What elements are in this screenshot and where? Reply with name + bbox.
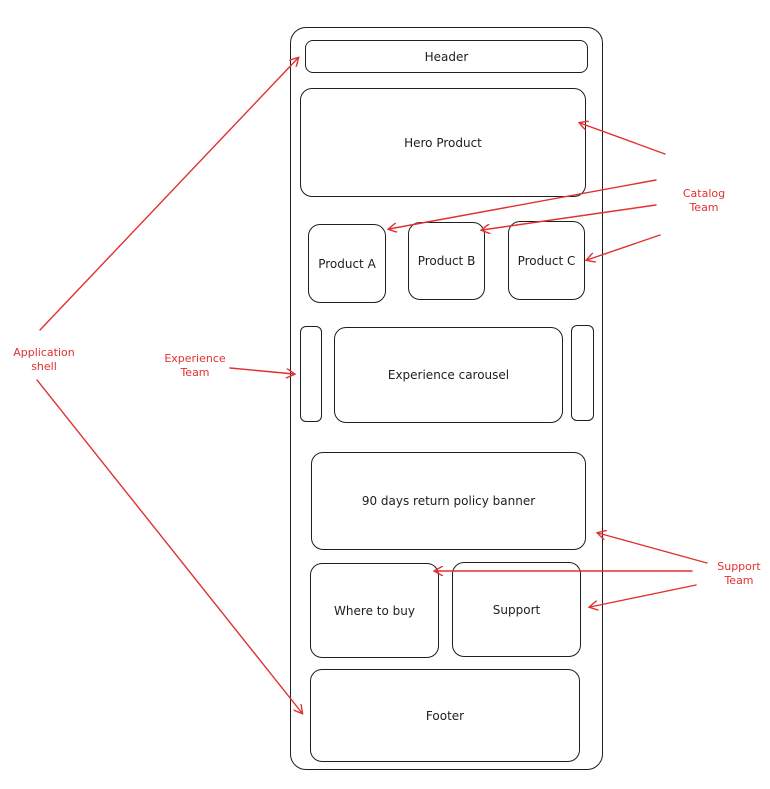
arrow-experience-to-carousel xyxy=(229,367,294,374)
experience-team-line-1: Experience xyxy=(164,352,226,365)
product-b-label: Product B xyxy=(417,254,476,268)
experience-carousel-label: Experience carousel xyxy=(387,368,510,382)
application-shell-annotation: Application shell xyxy=(4,346,84,374)
experience-team-line-2: Team xyxy=(180,366,210,379)
product-b-box: Product B xyxy=(408,222,485,300)
support-team-annotation: Support Team xyxy=(699,560,770,588)
footer-box: Footer xyxy=(310,669,580,762)
arrow-catalog-to-product-a xyxy=(389,179,657,229)
carousel-right-edge xyxy=(571,325,594,421)
catalog-team-line-2: Team xyxy=(689,201,719,214)
return-policy-banner-box: 90 days return policy banner xyxy=(311,452,586,550)
experience-carousel-box: Experience carousel xyxy=(334,327,563,423)
product-c-label: Product C xyxy=(517,253,576,268)
carousel-left-edge xyxy=(300,326,322,422)
hero-product-label: Hero Product xyxy=(404,135,482,150)
where-to-buy-label: Where to buy xyxy=(334,603,415,618)
support-box: Support xyxy=(452,562,581,657)
arrow-catalog-to-product-c xyxy=(587,234,661,260)
catalog-team-line-1: Catalog xyxy=(682,187,726,200)
product-c-box: Product C xyxy=(508,221,585,300)
application-shell-line-1: Application xyxy=(13,346,75,359)
support-label: Support xyxy=(492,602,541,617)
arrow-catalog-to-product-b xyxy=(482,204,657,230)
arrow-support-to-support xyxy=(590,584,697,607)
product-a-label: Product A xyxy=(318,256,376,271)
arrow-catalog-to-hero xyxy=(580,123,666,155)
where-to-buy-box: Where to buy xyxy=(310,563,439,658)
support-team-line-1: Support xyxy=(717,560,761,573)
application-shell-line-2: shell xyxy=(31,360,57,373)
app-shell-frame xyxy=(290,27,603,770)
footer-label: Footer xyxy=(425,708,465,723)
arrow-shell-to-footer xyxy=(36,379,302,713)
return-policy-banner-label: 90 days return policy banner xyxy=(361,494,536,508)
arrow-support-to-banner xyxy=(598,533,708,564)
header-label: Header xyxy=(424,49,469,64)
hero-product-box: Hero Product xyxy=(300,88,586,197)
experience-team-annotation: Experience Team xyxy=(155,352,235,380)
arrow-shell-to-header xyxy=(39,58,298,331)
support-team-line-2: Team xyxy=(724,574,754,587)
product-a-box: Product A xyxy=(308,224,386,303)
header-box: Header xyxy=(305,40,588,73)
catalog-team-annotation: Catalog Team xyxy=(664,187,744,215)
